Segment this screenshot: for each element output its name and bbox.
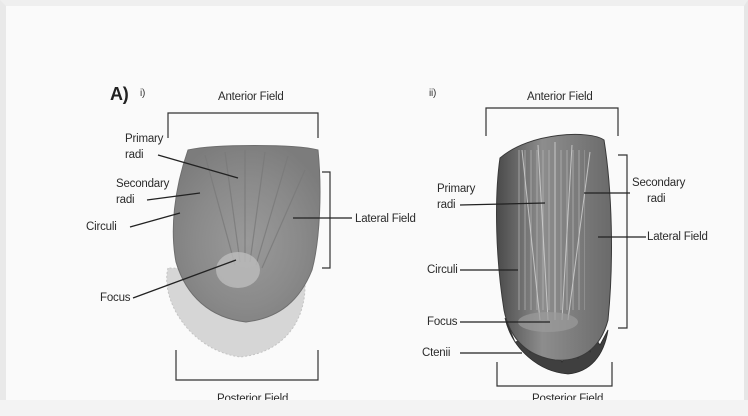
ctenoid-scale	[497, 134, 612, 374]
primary-radi-label-i-line1: Primary	[125, 132, 163, 147]
primary-radi-label-i-line2: radi	[125, 148, 143, 163]
anterior-field-label-ii: Anterior Field	[527, 90, 593, 105]
ctenoid-radii-texture	[515, 150, 585, 310]
ctenii-label-ii: Ctenii	[422, 346, 450, 361]
focus-label-ii: Focus	[427, 315, 457, 330]
panel-label-i: i)	[140, 86, 145, 101]
bottom-crop-band	[0, 400, 748, 416]
primary-radi-label-ii-line1: Primary	[437, 182, 475, 197]
cycloid-scale-body	[173, 146, 320, 323]
secondary-radi-label-ii-line2: radi	[647, 192, 665, 207]
cycloid-focus-area	[216, 252, 260, 288]
circuli-label-i: Circuli	[86, 220, 117, 235]
cycloid-scale	[167, 146, 320, 358]
panel-label-a: A)	[110, 87, 129, 102]
lateral-bracket-i	[322, 172, 330, 268]
anterior-bracket-i	[168, 113, 318, 138]
leader-circuli-i	[130, 213, 180, 227]
secondary-radi-label-ii-line1: Secondary	[632, 176, 685, 191]
lateral-bracket-ii	[618, 155, 627, 328]
anterior-bracket-ii	[486, 108, 618, 136]
circuli-label-ii: Circuli	[427, 263, 458, 278]
focus-label-i: Focus	[100, 291, 130, 306]
secondary-radi-label-i-line1: Secondary	[116, 177, 169, 192]
lateral-field-label-i: Lateral Field	[355, 212, 416, 227]
lateral-field-label-ii: Lateral Field	[647, 230, 708, 245]
primary-radi-label-ii-line2: radi	[437, 198, 455, 213]
panel-label-ii: ii)	[429, 86, 436, 101]
secondary-radi-label-i-line2: radi	[116, 193, 134, 208]
anterior-field-label-i: Anterior Field	[218, 90, 284, 105]
